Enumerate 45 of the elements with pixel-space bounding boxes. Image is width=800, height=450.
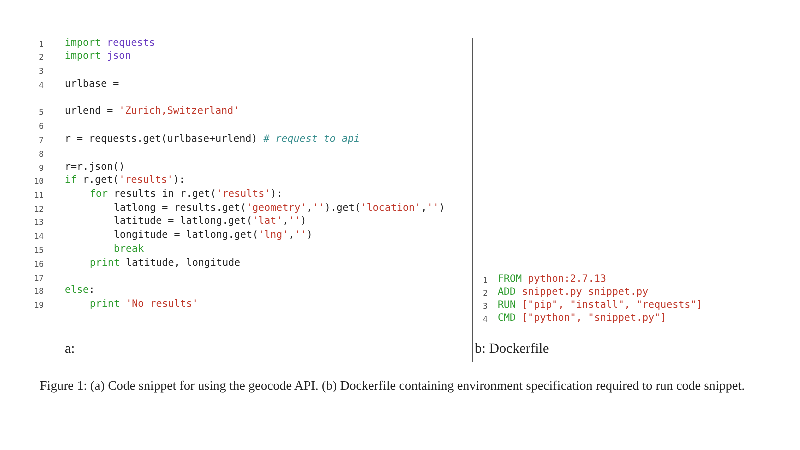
line-number: 1: [482, 276, 488, 285]
code-line: latitude = latlong.get('lat',''): [114, 216, 307, 227]
line-number: 17: [33, 274, 44, 283]
code-line: urlend = 'Zurich,Switzerland': [65, 106, 240, 117]
code-line: else:: [65, 285, 96, 296]
code-line: urlbase =: [65, 79, 120, 90]
line-number: 1: [38, 40, 44, 49]
line-number: 16: [33, 260, 44, 269]
code-line: RUN ["pip", "install", "requests"]: [498, 300, 703, 311]
line-number: 18: [33, 287, 44, 296]
line-number: 4: [482, 315, 488, 324]
figure-caption: Figure 1: (a) Code snippet for using the geocode API. (b) Dockerfile containing environment specification required to run code snippet.: [40, 377, 746, 394]
line-number: 3: [482, 302, 488, 311]
subfigure-label: b: Dockerfile: [475, 342, 550, 358]
line-number: 9: [38, 164, 44, 173]
code-line: FROM python:2.7.13: [498, 274, 606, 285]
code-line: ADD snippet.py snippet.py: [498, 287, 649, 298]
line-number: 11: [33, 191, 44, 200]
code-line: CMD ["python", "snippet.py"]: [498, 313, 667, 324]
code-line: r=r.json(): [65, 162, 126, 173]
line-number: 3: [38, 67, 44, 76]
code-line: if r.get('results'):: [65, 175, 186, 186]
code-line: print latitude, longitude: [90, 258, 241, 269]
line-number: 4: [38, 81, 44, 90]
code-line: for results in r.get('results'):: [90, 189, 283, 200]
code-line: r = requests.get(urlbase+urlend) # request to api: [65, 134, 360, 145]
line-number: 8: [38, 150, 44, 159]
line-number: 5: [38, 108, 44, 117]
code-line: print 'No results': [90, 299, 198, 310]
line-number: 12: [33, 205, 44, 214]
subfigure-label: a:: [65, 342, 76, 358]
line-number: 13: [33, 218, 44, 227]
line-number: 15: [33, 246, 44, 255]
code-line: longitude = latlong.get('lng',''): [114, 230, 313, 241]
code-line: break: [114, 244, 144, 255]
code-line: import json: [65, 51, 132, 62]
line-number: 19: [33, 301, 44, 310]
code-line: import requests: [65, 38, 156, 49]
line-number: 7: [38, 136, 44, 145]
line-number: 10: [33, 177, 44, 186]
line-number: 2: [38, 53, 44, 62]
code-line: latlong = results.get('geometry','').get('location',''): [114, 203, 446, 214]
line-number: 6: [38, 122, 44, 131]
line-number: 14: [33, 232, 44, 241]
line-number: 2: [482, 289, 488, 298]
